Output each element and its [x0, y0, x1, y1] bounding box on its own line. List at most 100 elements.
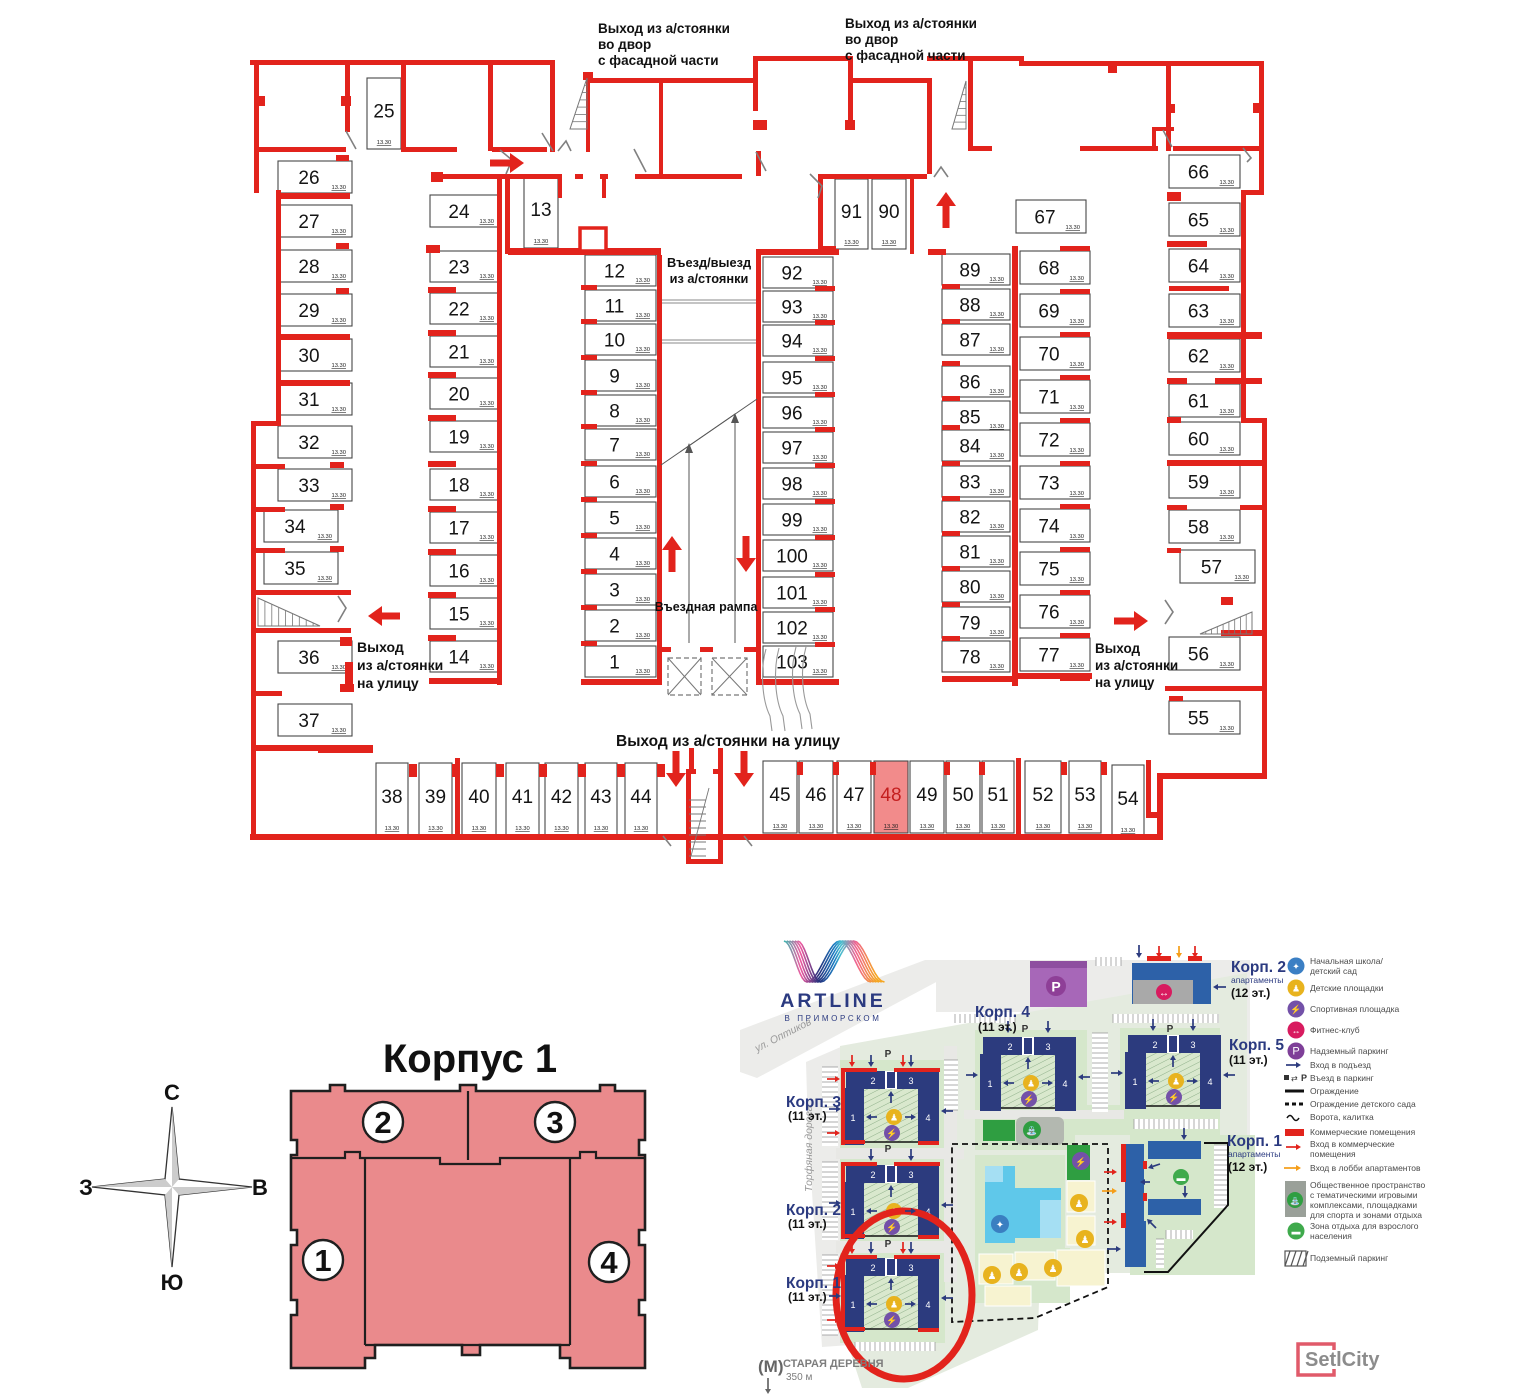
svg-text:Въезд в паркинг: Въезд в паркинг [1310, 1073, 1374, 1083]
svg-text:1: 1 [850, 1113, 855, 1123]
svg-text:13.30: 13.30 [812, 563, 827, 569]
svg-text:3: 3 [908, 1170, 913, 1180]
svg-text:75: 75 [1038, 560, 1059, 581]
svg-text:Вход в коммерческие: Вход в коммерческие [1310, 1139, 1395, 1149]
svg-text:♟: ♟ [1292, 984, 1300, 994]
svg-text:24: 24 [448, 202, 470, 223]
svg-text:P: P [1301, 1073, 1307, 1083]
svg-text:4: 4 [925, 1113, 930, 1123]
svg-text:13.30: 13.30 [635, 669, 650, 675]
svg-text:9: 9 [609, 367, 620, 388]
svg-text:91: 91 [841, 202, 862, 223]
svg-text:13.30: 13.30 [920, 824, 935, 830]
svg-text:25: 25 [373, 102, 394, 123]
svg-text:В: В [252, 1175, 268, 1200]
svg-text:4: 4 [1207, 1077, 1212, 1087]
svg-text:✦: ✦ [996, 1220, 1004, 1231]
svg-text:78: 78 [959, 648, 980, 669]
svg-text:Выход: Выход [357, 639, 404, 655]
svg-text:13.30: 13.30 [479, 444, 494, 450]
svg-text:на улицу: на улицу [357, 675, 419, 691]
svg-text:13.30: 13.30 [1069, 491, 1084, 497]
svg-text:⚡: ⚡ [886, 1315, 897, 1327]
svg-text:13.30: 13.30 [812, 314, 827, 320]
svg-text:3: 3 [1045, 1042, 1050, 1052]
svg-text:13.30: 13.30 [1036, 824, 1051, 830]
svg-text:13.30: 13.30 [1219, 228, 1234, 234]
svg-text:97: 97 [781, 439, 802, 460]
svg-text:13.30: 13.30 [479, 535, 494, 541]
svg-text:Ограждение: Ограждение [1310, 1086, 1359, 1096]
svg-text:14: 14 [448, 648, 470, 669]
svg-text:Ворота, калитка: Ворота, калитка [1310, 1112, 1374, 1122]
svg-text:ARTLINE: ARTLINE [780, 990, 886, 1012]
svg-text:57: 57 [1201, 558, 1222, 579]
svg-text:с фасадной части: с фасадной части [598, 53, 719, 68]
svg-text:13.30: 13.30 [635, 313, 650, 319]
svg-text:18: 18 [448, 476, 469, 497]
svg-text:31: 31 [298, 390, 319, 411]
svg-text:♟: ♟ [890, 1300, 898, 1310]
svg-text:92: 92 [781, 264, 802, 285]
svg-text:43: 43 [590, 787, 611, 808]
svg-text:13.30: 13.30 [989, 389, 1004, 395]
svg-text:⚡: ⚡ [886, 1128, 897, 1140]
svg-text:населения: населения [1310, 1231, 1352, 1241]
svg-text:Начальная школа/: Начальная школа/ [1310, 956, 1383, 966]
svg-text:70: 70 [1038, 345, 1059, 366]
svg-text:13.30: 13.30 [991, 824, 1006, 830]
svg-text:♟: ♟ [1075, 1199, 1084, 1210]
svg-text:13.30: 13.30 [1069, 405, 1084, 411]
svg-text:94: 94 [781, 332, 803, 353]
svg-text:(11 эт.): (11 эт.) [788, 1217, 827, 1231]
svg-text:Ограждение детского сада: Ограждение детского сада [1310, 1099, 1416, 1109]
svg-text:P: P [1051, 979, 1060, 995]
svg-text:22: 22 [448, 300, 469, 321]
svg-text:58: 58 [1188, 518, 1209, 539]
svg-text:P: P [1022, 1024, 1029, 1035]
svg-text:Корп. 2: Корп. 2 [786, 1202, 841, 1219]
svg-text:13.30: 13.30 [812, 420, 827, 426]
svg-text:Выход из а/стоянки на улицу: Выход из а/стоянки на улицу [616, 733, 840, 750]
svg-text:13.30: 13.30 [635, 452, 650, 458]
svg-text:13.30: 13.30 [1069, 276, 1084, 282]
svg-text:56: 56 [1188, 645, 1209, 666]
svg-text:13.30: 13.30 [989, 453, 1004, 459]
svg-text:13.30: 13.30 [331, 450, 346, 456]
svg-text:(11 эт.): (11 эт.) [978, 1020, 1017, 1034]
svg-text:65: 65 [1188, 211, 1209, 232]
svg-text:13.30: 13.30 [331, 363, 346, 369]
svg-text:29: 29 [298, 301, 319, 322]
svg-text:17: 17 [448, 519, 469, 540]
svg-text:36: 36 [298, 648, 319, 669]
svg-text:13.30: 13.30 [989, 559, 1004, 565]
svg-text:26: 26 [298, 168, 319, 189]
svg-text:3: 3 [609, 581, 620, 602]
svg-text:13.30: 13.30 [812, 385, 827, 391]
svg-text:P: P [885, 1049, 892, 1060]
svg-text:13.30: 13.30 [635, 633, 650, 639]
svg-text:13.30: 13.30 [479, 401, 494, 407]
svg-text:Торфяная дорога: Торфяная дорога [803, 1105, 815, 1192]
svg-text:13.30: 13.30 [812, 527, 827, 533]
svg-text:76: 76 [1038, 603, 1059, 624]
svg-text:13.30: 13.30 [1069, 620, 1084, 626]
svg-text:13.30: 13.30 [1219, 535, 1234, 541]
svg-text:Корп. 2: Корп. 2 [1231, 959, 1286, 976]
svg-text:13.30: 13.30 [812, 491, 827, 497]
svg-text:13.30: 13.30 [331, 318, 346, 324]
svg-text:⚡: ⚡ [1023, 1094, 1034, 1106]
svg-text:13.30: 13.30 [635, 561, 650, 567]
svg-text:Ю: Ю [161, 1270, 184, 1295]
svg-text:Детские площадки: Детские площадки [1310, 983, 1384, 993]
svg-text:74: 74 [1038, 517, 1060, 538]
svg-text:13.30: 13.30 [1219, 274, 1234, 280]
svg-text:♟: ♟ [988, 1271, 997, 1282]
svg-text:Корпус 1: Корпус 1 [383, 1037, 557, 1081]
svg-text:55: 55 [1188, 709, 1209, 730]
svg-text:2: 2 [870, 1076, 875, 1086]
svg-text:100: 100 [776, 547, 808, 568]
svg-text:13.30: 13.30 [1069, 577, 1084, 583]
svg-text:53: 53 [1074, 785, 1095, 806]
svg-text:СТАРАЯ ДЕРЕВНЯ: СТАРАЯ ДЕРЕВНЯ [783, 1358, 884, 1370]
